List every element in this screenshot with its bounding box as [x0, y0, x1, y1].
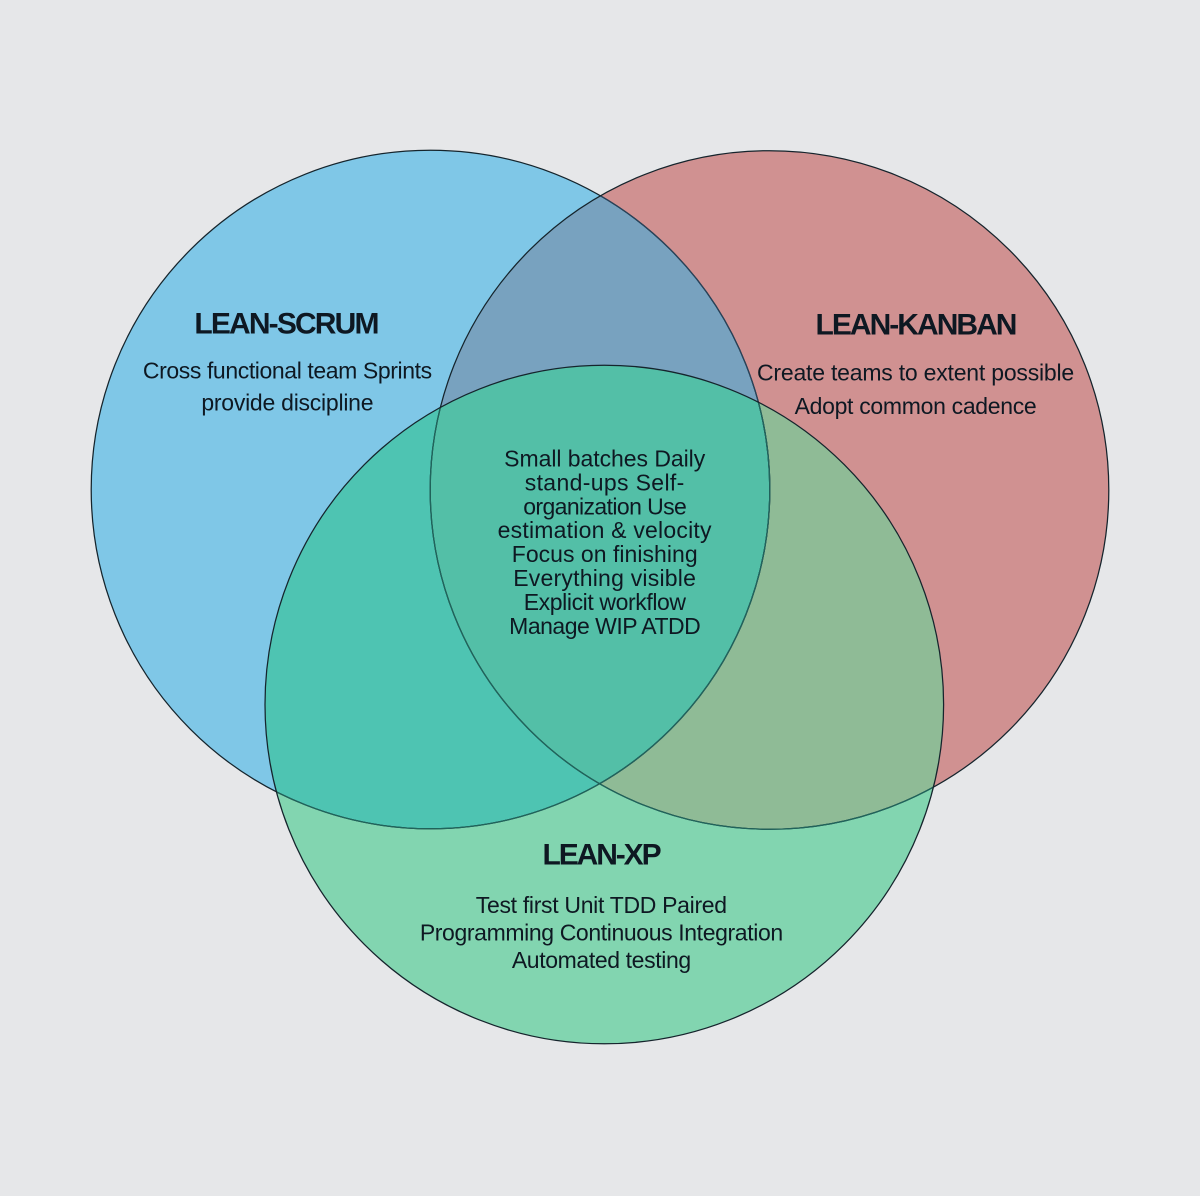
svg-text:estimation & velocity: estimation & velocity — [498, 517, 712, 543]
svg-text:Focus on finishing: Focus on finishing — [512, 541, 698, 567]
svg-text:Automated testing: Automated testing — [512, 947, 691, 973]
svg-text:Explicit workflow: Explicit workflow — [524, 589, 687, 615]
svg-text:Adopt common cadence: Adopt common cadence — [795, 393, 1037, 419]
svg-text:Everything visible: Everything visible — [513, 565, 696, 591]
svg-text:Cross functional team Sprints: Cross functional team Sprints — [143, 357, 432, 383]
svg-text:Small batches Daily: Small batches Daily — [504, 446, 706, 472]
svg-text:Manage WIP ATDD: Manage WIP ATDD — [509, 613, 700, 639]
svg-text:Test first Unit TDD Paired: Test first Unit TDD Paired — [476, 892, 727, 918]
svg-text:Create teams to extent possibl: Create teams to extent possible — [757, 360, 1074, 386]
svg-text:provide discipline: provide discipline — [201, 390, 373, 416]
svg-text:LEAN-SCRUM: LEAN-SCRUM — [194, 307, 377, 340]
svg-text:LEAN-KANBAN: LEAN-KANBAN — [816, 309, 1016, 342]
svg-text:organization Use: organization Use — [523, 493, 686, 519]
svg-text:Programming Continuous Integra: Programming Continuous Integration — [420, 920, 783, 946]
svg-text:LEAN-XP: LEAN-XP — [543, 839, 661, 872]
svg-text:stand-ups Self-: stand-ups Self- — [525, 469, 685, 495]
